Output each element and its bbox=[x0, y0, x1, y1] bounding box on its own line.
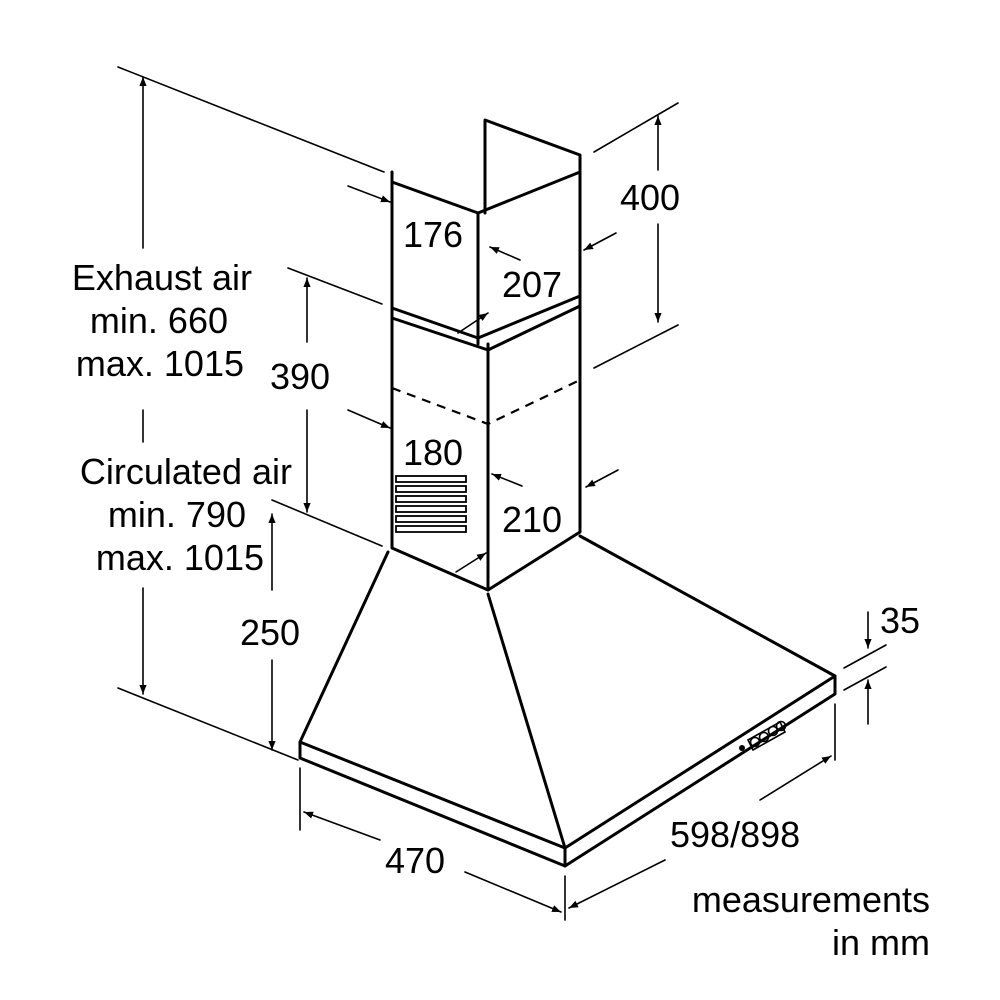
label-176: 176 bbox=[403, 214, 463, 255]
dimension-labels: 400 176 207 390 180 210 250 35 470 598/8… bbox=[72, 177, 930, 963]
extension-lines bbox=[117, 66, 887, 921]
label-250: 250 bbox=[240, 612, 300, 653]
hood-canopy bbox=[298, 534, 837, 868]
label-units-line2: in mm bbox=[832, 922, 930, 963]
upper-chimney bbox=[390, 118, 582, 346]
label-circulated-max: max. 1015 bbox=[96, 537, 264, 578]
label-598-898: 598/898 bbox=[670, 814, 800, 855]
label-210: 210 bbox=[502, 499, 562, 540]
label-470: 470 bbox=[385, 840, 445, 881]
label-207: 207 bbox=[502, 264, 562, 305]
label-400: 400 bbox=[620, 177, 680, 218]
vent-grille bbox=[395, 475, 467, 533]
label-circulated-title: Circulated air bbox=[80, 451, 292, 492]
label-180: 180 bbox=[403, 432, 463, 473]
lower-chimney bbox=[390, 294, 582, 592]
label-circulated-min: min. 790 bbox=[108, 494, 246, 535]
label-exhaust-title: Exhaust air bbox=[72, 257, 252, 298]
control-knobs bbox=[739, 720, 787, 752]
label-exhaust-max: max. 1015 bbox=[76, 343, 244, 384]
label-exhaust-min: min. 660 bbox=[90, 300, 228, 341]
dimension-lines bbox=[139, 76, 872, 913]
label-35: 35 bbox=[880, 600, 920, 641]
label-390: 390 bbox=[270, 356, 330, 397]
label-units-line1: measurements bbox=[692, 879, 930, 920]
